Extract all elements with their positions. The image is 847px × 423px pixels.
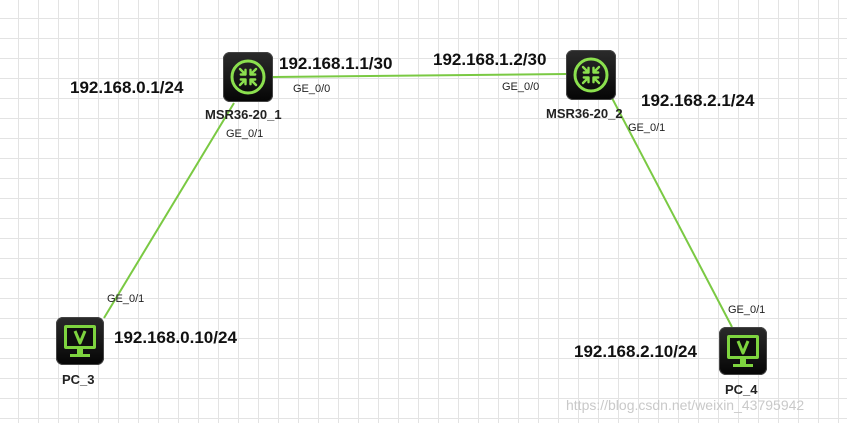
port-label-pc4-ge01: GE_0/1 xyxy=(728,304,766,316)
port-label-r2-ge00: GE_0/0 xyxy=(502,81,540,93)
router-icon xyxy=(573,57,609,93)
ip-label-r2-ge01: 192.168.2.1/24 xyxy=(641,91,755,110)
router-2-name: MSR36-20_2 xyxy=(546,106,623,121)
pc-4[interactable] xyxy=(719,327,767,375)
port-label-r1-ge01: GE_0/1 xyxy=(226,128,264,140)
link-r2-pc4[interactable] xyxy=(611,97,733,328)
ip-label-pc4: 192.168.2.10/24 xyxy=(574,342,697,361)
ip-label-r2-ge00: 192.168.1.2/30 xyxy=(433,50,547,69)
router-msr36-20-2[interactable] xyxy=(566,50,616,100)
ip-label-r1-ge01: 192.168.0.1/24 xyxy=(70,78,184,97)
port-label-r1-ge00: GE_0/0 xyxy=(293,83,331,95)
ip-label-pc3: 192.168.0.10/24 xyxy=(114,328,237,347)
pc-monitor-icon xyxy=(727,335,759,367)
pc-3-name: PC_3 xyxy=(62,372,95,387)
router-msr36-20-1[interactable] xyxy=(223,52,273,102)
pc-4-name: PC_4 xyxy=(725,382,758,397)
port-label-r2-ge01: GE_0/1 xyxy=(628,122,666,134)
router-1-name: MSR36-20_1 xyxy=(205,107,282,122)
port-label-pc3-ge01: GE_0/1 xyxy=(107,293,145,305)
watermark: https://blog.csdn.net/weixin_43795942 xyxy=(566,397,805,413)
ip-label-r1-ge00: 192.168.1.1/30 xyxy=(279,54,393,73)
link-r1-r2[interactable] xyxy=(272,73,568,78)
link-r1-pc3[interactable] xyxy=(103,102,235,319)
router-icon xyxy=(230,59,266,95)
pc-monitor-icon xyxy=(64,325,96,357)
pc-3[interactable] xyxy=(56,317,104,365)
